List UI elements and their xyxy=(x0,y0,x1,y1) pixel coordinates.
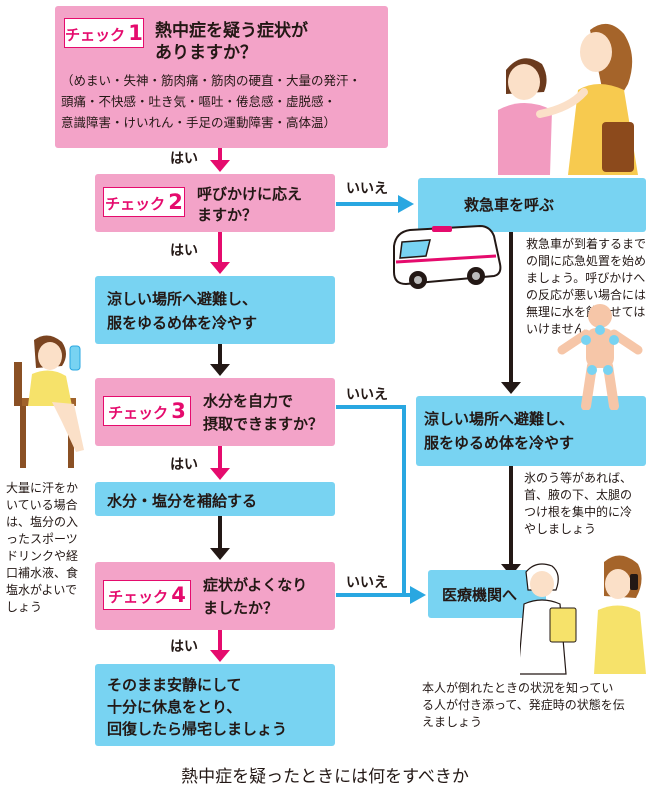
ice-note: 氷のう等があれば、 首、腋の下、太腿の つけ根を集中的に冷 やしましょう xyxy=(524,470,650,538)
check2-question-line1: 呼びかけに応え xyxy=(197,185,303,203)
arrow-cool-to-check3 xyxy=(210,344,230,376)
ice-note-line: 首、腋の下、太腿の xyxy=(524,488,633,502)
check1-question-line2: ありますか？ xyxy=(155,43,257,63)
check1-tag-prefix: チェック xyxy=(65,26,126,44)
ambulance-action-text: 救急車を呼ぶ xyxy=(464,196,555,214)
sweat-note-line: 口補水液、食 xyxy=(6,566,79,580)
girl-drinking-illustration xyxy=(14,335,84,468)
check2-question-line2: ますか？ xyxy=(197,206,258,224)
check1-symptoms-line1: （めまい・失神・筋肉痛・筋肉の硬直・大量の発汗・ xyxy=(61,73,362,88)
arrow-check3-to-hospital xyxy=(336,405,412,597)
check3-tag-number: 3 xyxy=(171,399,186,423)
rest-action-line2: 十分に休息をとり、 xyxy=(107,698,242,716)
yes-label-4: はい xyxy=(170,639,198,655)
check3-tag-prefix: チェック xyxy=(108,404,169,422)
hospital-action-text: 医療機関へ xyxy=(442,586,518,604)
cool2-action-line2: 服をゆるめ体を冷やす xyxy=(424,434,575,452)
arrow-hydrate-to-check4 xyxy=(210,516,230,560)
check3-question-line1: 水分を自力で xyxy=(203,392,294,410)
arrow-check2-to-ambulance xyxy=(336,195,414,213)
arrow-check4-to-rest xyxy=(210,630,230,662)
ambulance-note-line: 救急車が到着するまで xyxy=(526,237,647,251)
sick-girl-and-mother-illustration xyxy=(498,23,638,175)
arrow-check4-to-hospital xyxy=(336,586,426,604)
cool2-action-line1: 涼しい場所へ避難し、 xyxy=(424,410,575,428)
sweat-note-line: いている場合 xyxy=(6,498,78,512)
check1-question-line1: 熱中症を疑う症状が xyxy=(155,21,308,41)
ice-note-line: やしましょう xyxy=(524,522,597,536)
cool-action-box: 涼しい場所へ避難し、 服をゆるめ体を冷やす xyxy=(95,276,335,344)
yes-label-3: はい xyxy=(170,457,198,473)
hydrate-action-box: 水分・塩分を補給する xyxy=(95,482,335,516)
ambulance-note-line: 無理に水を飲ませては xyxy=(526,305,646,319)
check4-tag-prefix: チェック xyxy=(108,588,169,606)
arrow-cool2-to-hospital xyxy=(501,466,521,576)
ambulance-action-box: 救急車を呼ぶ xyxy=(418,178,646,232)
hospital-note-line: えましょう xyxy=(422,715,483,729)
check4-question-line2: ましたか？ xyxy=(203,599,279,617)
no-label-3: いいえ xyxy=(346,575,388,591)
cool-action-line1: 涼しい場所へ避難し、 xyxy=(107,290,258,308)
arrow-check3-to-hydrate xyxy=(210,446,230,480)
cool-action-line2: 服をゆるめ体を冷やす xyxy=(107,314,258,332)
ice-note-line: つけ根を集中的に冷 xyxy=(524,505,633,519)
body-cooling-points-illustration xyxy=(557,304,643,410)
check4-question-line1: 症状がよくなり xyxy=(203,576,308,594)
ice-note-line: 氷のう等があれば、 xyxy=(524,471,633,485)
sweat-note-line: しょう xyxy=(6,600,43,614)
no-label-1: いいえ xyxy=(346,181,388,197)
check4-tag-number: 4 xyxy=(171,583,186,607)
check1-symptoms-line2: 頭痛・不快感・吐き気・嘔吐・倦怠感・虚脱感・ xyxy=(61,94,337,109)
arrow-check2-to-cool xyxy=(210,232,230,274)
hospital-note: 本人が倒れたときの状況を知ってい る人が付き添って、発症時の状態を伝 えましょう xyxy=(422,680,648,731)
yes-label-1: はい xyxy=(170,151,198,167)
ambulance-note-line: ましょう。呼びかけへ xyxy=(526,271,646,285)
sweat-note-line: 塩水がよいで xyxy=(6,583,78,597)
check2-tag-number: 2 xyxy=(168,190,183,214)
sweat-note-line: ドリンクや経 xyxy=(6,549,79,563)
arrow-ambulance-to-cool2 xyxy=(501,232,521,394)
check1-symptoms-line3: 意識障害・けいれん・手足の運動障害・高体温） xyxy=(61,115,337,130)
hospital-note-line: る人が付き添って、発症時の状態を伝 xyxy=(422,698,625,712)
ambulance-note: 救急車が到着するまで の間に応急処置を始め ましょう。呼びかけへ の反応が悪い場… xyxy=(526,236,650,338)
check2-tag-prefix: チェック xyxy=(105,195,166,213)
sweat-note-line: は、塩分の入 xyxy=(6,515,79,529)
ambulance-note-line: の間に応急処置を始め xyxy=(526,254,647,268)
no-label-2: いいえ xyxy=(346,387,388,403)
nurse-and-companion-illustration xyxy=(520,555,646,675)
hospital-note-line: 本人が倒れたときの状況を知ってい xyxy=(422,681,614,695)
ambulance-note-line: の反応が悪い場合には xyxy=(526,288,647,302)
arrow-check1-to-check2 xyxy=(210,148,230,172)
sweat-note-line: 大量に汗をか xyxy=(6,481,79,495)
check1-tag-number: 1 xyxy=(128,21,143,45)
rest-action-line3: 回復したら帰宅しましょう xyxy=(107,720,288,738)
rest-action-box: そのまま安静にして 十分に休息をとり、 回復したら帰宅しましょう xyxy=(95,664,335,746)
ambulance-illustration xyxy=(393,224,502,289)
yes-label-2: はい xyxy=(170,243,198,259)
caption: 熱中症を疑ったときには何をすべきか xyxy=(181,767,469,787)
cool2-action-box: 涼しい場所へ避難し、 服をゆるめ体を冷やす xyxy=(416,396,646,466)
sweat-note-line: ったスポーツ xyxy=(6,532,78,546)
rest-action-line1: そのまま安静にして xyxy=(107,676,242,694)
ambulance-note-line: いけません xyxy=(526,322,586,336)
check3-question-line2: 摂取できますか？ xyxy=(203,415,324,433)
sweat-note: 大量に汗をか いている場合 は、塩分の入 ったスポーツ ドリンクや経 口補水液、… xyxy=(6,480,94,616)
hydrate-action-text: 水分・塩分を補給する xyxy=(107,492,258,510)
